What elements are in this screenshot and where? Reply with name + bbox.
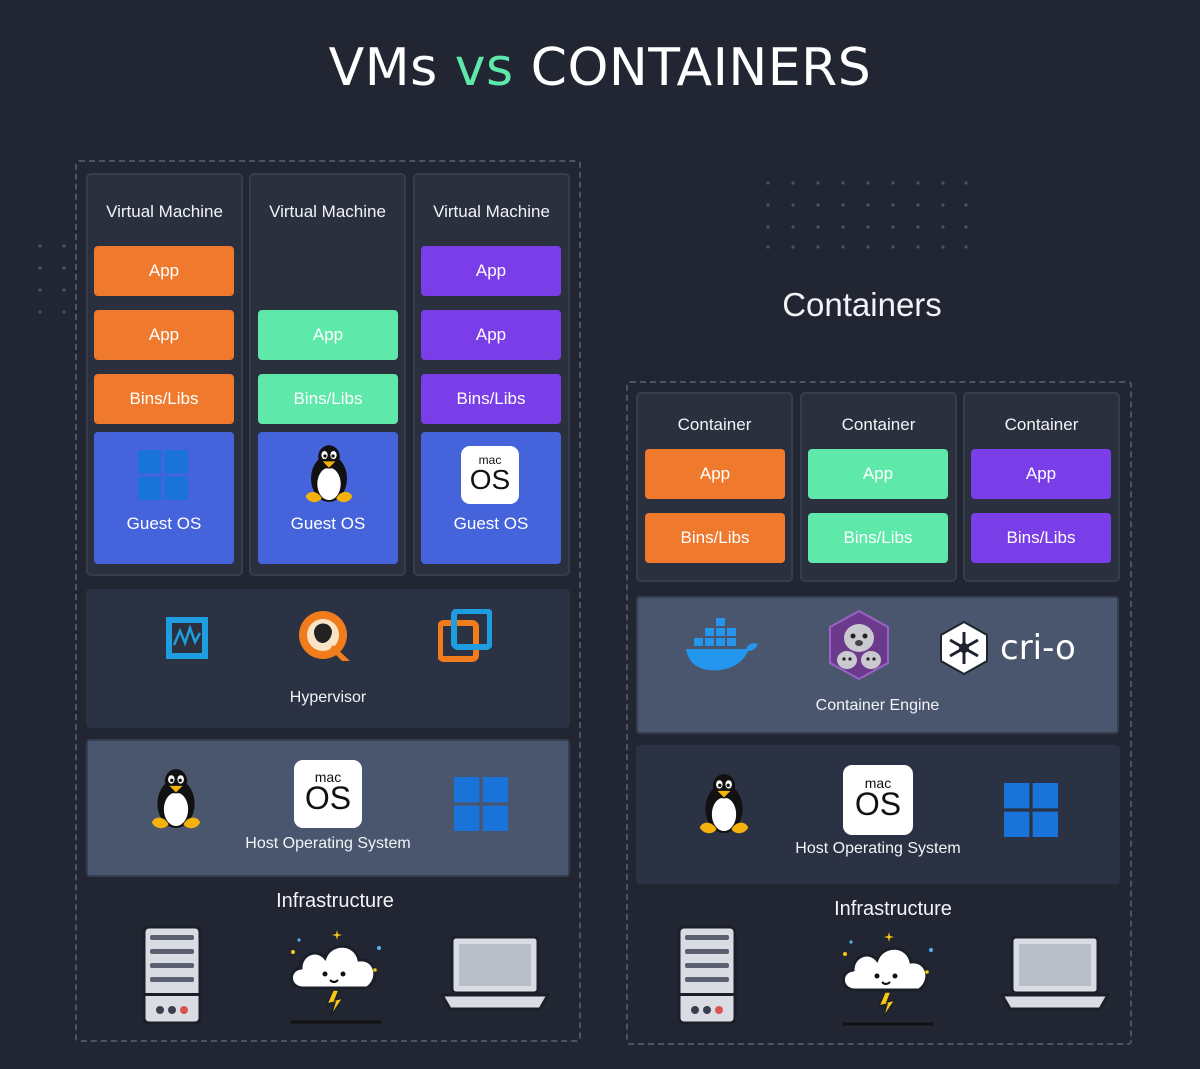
container2-bins-libs-block: Bins/Libs	[808, 513, 948, 563]
title-containers: CONTAINERS	[530, 38, 872, 98]
vm3-bins-libs-block: Bins/Libs	[421, 374, 561, 424]
cloud-icon	[281, 926, 391, 1026]
cloud-icon	[833, 928, 943, 1028]
macos-icon-os-text: OS	[304, 780, 352, 816]
vm-header: Virtual Machine	[269, 202, 386, 221]
vm-stack-frame	[75, 160, 581, 1042]
server-icon	[677, 925, 737, 1025]
vm3-guest-os-block: mac OS Guest OS	[421, 432, 561, 564]
host-os-label: Host Operating System	[245, 835, 411, 852]
vm-header: Virtual Machine	[106, 202, 223, 221]
decorative-dots-right	[766, 181, 968, 249]
container3-app-block: App	[971, 449, 1111, 499]
hypervisor-label: Hypervisor	[289, 689, 367, 706]
vm1-app-block: App	[94, 310, 234, 360]
containers-section-title: Containers	[782, 286, 942, 323]
vm-host-os-panel: mac OS Host Operating System	[86, 739, 570, 877]
vm-infrastructure-label: Infrastructure	[276, 890, 394, 912]
laptop-icon	[440, 933, 550, 1013]
docker-icon	[686, 618, 758, 671]
windows-icon	[138, 450, 188, 500]
vm2-guest-os-block: Guest OS	[258, 432, 398, 564]
server-icon	[142, 925, 202, 1025]
hyperv-icon	[166, 617, 208, 659]
container3-bins-libs-block: Bins/Libs	[971, 513, 1111, 563]
vm3-app-block: App	[421, 310, 561, 360]
guest-os-label: Guest OS	[290, 514, 366, 533]
container-header: Container	[1004, 415, 1079, 434]
host-os-label: Host Operating System	[795, 840, 961, 857]
container-engine-label: Container Engine	[815, 697, 940, 714]
title-vs: vs	[454, 38, 514, 98]
guest-os-label: Guest OS	[126, 514, 202, 533]
page-title: VMs vs CONTAINERS	[0, 38, 1200, 98]
hypervisor-panel: Hypervisor	[86, 589, 570, 728]
windows-icon	[1004, 783, 1058, 837]
vm3-app-block: App	[421, 246, 561, 296]
vm2-bins-libs-block: Bins/Libs	[258, 374, 398, 424]
macos-icon: mac OS	[294, 760, 362, 828]
vm1-guest-os-block: Guest OS	[94, 432, 234, 564]
linux-tux-icon	[302, 442, 356, 506]
macos-icon-os-text: OS	[854, 786, 902, 822]
macos-icon-mac-text: mac	[314, 769, 342, 785]
linux-tux-icon	[148, 766, 204, 832]
macos-icon-mac-text: mac	[478, 453, 502, 467]
container-header: Container	[841, 415, 916, 434]
macos-icon: mac OS	[843, 765, 913, 835]
title-vms: VMs	[328, 38, 438, 98]
container2-app-block: App	[808, 449, 948, 499]
container-header: Container	[677, 415, 752, 434]
vmware-icon	[438, 609, 492, 662]
decorative-dots-left	[38, 244, 66, 314]
container1-app-block: App	[645, 449, 785, 499]
container-infrastructure-label: Infrastructure	[834, 898, 952, 920]
laptop-icon	[1000, 933, 1110, 1013]
macos-icon-os-text: OS	[469, 464, 511, 495]
vm-header: Virtual Machine	[433, 202, 550, 221]
container-host-os-panel: mac OS Host Operating System	[636, 745, 1120, 884]
container1-bins-libs-block: Bins/Libs	[645, 513, 785, 563]
podman-icon	[829, 609, 889, 681]
vm1-app-block: App	[94, 246, 234, 296]
guest-os-label: Guest OS	[453, 514, 529, 533]
macos-icon: mac OS	[461, 446, 519, 504]
container-stack-frame	[626, 381, 1132, 1045]
crio-icon	[940, 620, 988, 676]
vm2-app-block: App	[258, 310, 398, 360]
vm1-bins-libs-block: Bins/Libs	[94, 374, 234, 424]
windows-icon	[454, 777, 508, 831]
macos-icon-mac-text: mac	[864, 775, 892, 791]
container-engine-panel: cri-o Container Engine	[636, 596, 1119, 734]
linux-tux-icon	[696, 771, 752, 837]
qemu-icon	[299, 611, 350, 661]
crio-wordmark: cri-o	[1000, 628, 1076, 668]
